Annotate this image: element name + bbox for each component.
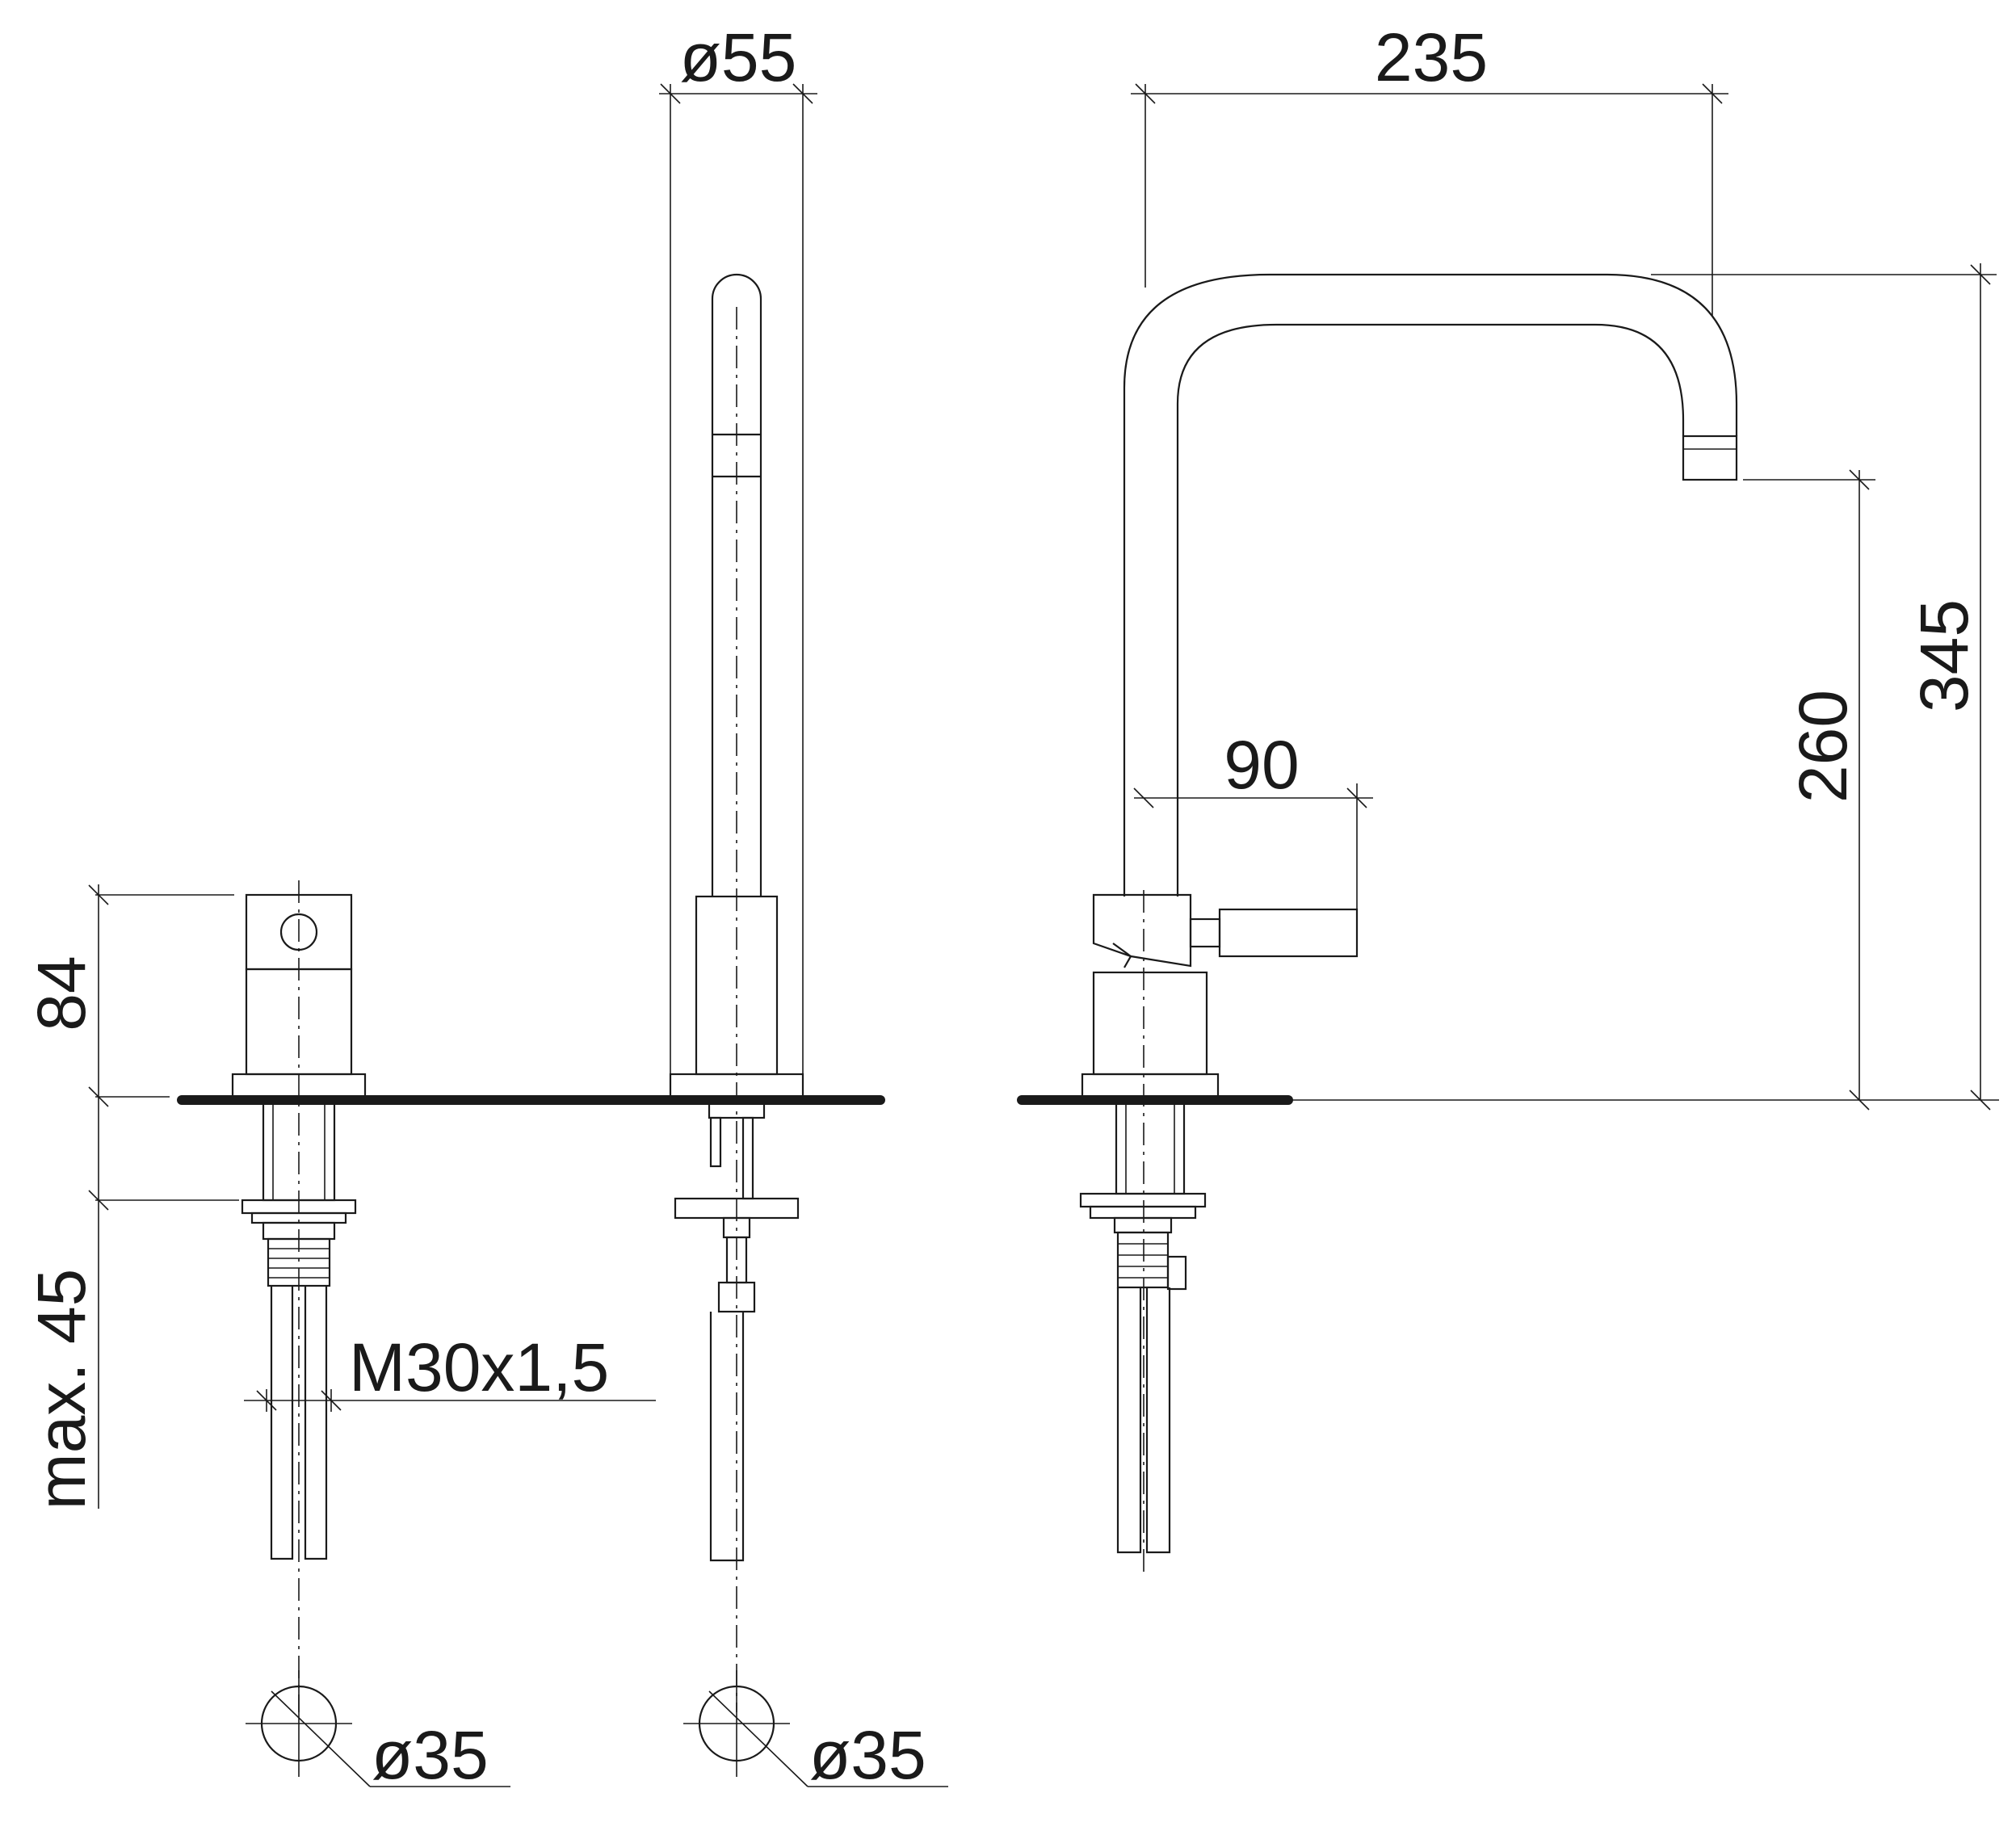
faucet-side-view — [1079, 273, 1738, 1575]
dimension-outlet-diameter — [659, 83, 817, 1074]
label-spout-clearance: 260 — [1785, 690, 1861, 803]
hole-right — [683, 1670, 948, 1787]
dimension-thread — [244, 1389, 656, 1412]
dimension-lever-offset — [1133, 783, 1373, 909]
dimension-total-height — [1651, 263, 1997, 1111]
label-thread: M30x1,5 — [349, 1329, 609, 1405]
mixer-body-left — [231, 880, 367, 1712]
label-projection: 235 — [1375, 19, 1488, 95]
label-total-height: 345 — [1906, 599, 1982, 712]
label-max-45: max. 45 — [23, 1269, 99, 1510]
hole-left — [246, 1670, 510, 1787]
label-hole-right: ø35 — [809, 1717, 926, 1793]
dimension-projection — [1131, 83, 1728, 317]
label-lever-offset: 90 — [1224, 727, 1299, 803]
dimension-spout-clearance — [1743, 469, 1875, 1111]
spout-front-view — [669, 273, 804, 1712]
label-hole-left: ø35 — [372, 1717, 489, 1793]
dimension-max-45 — [88, 1097, 239, 1509]
label-outlet-diameter: ø55 — [680, 19, 797, 95]
label-84: 84 — [23, 955, 99, 1031]
dimension-84 — [88, 884, 234, 1107]
